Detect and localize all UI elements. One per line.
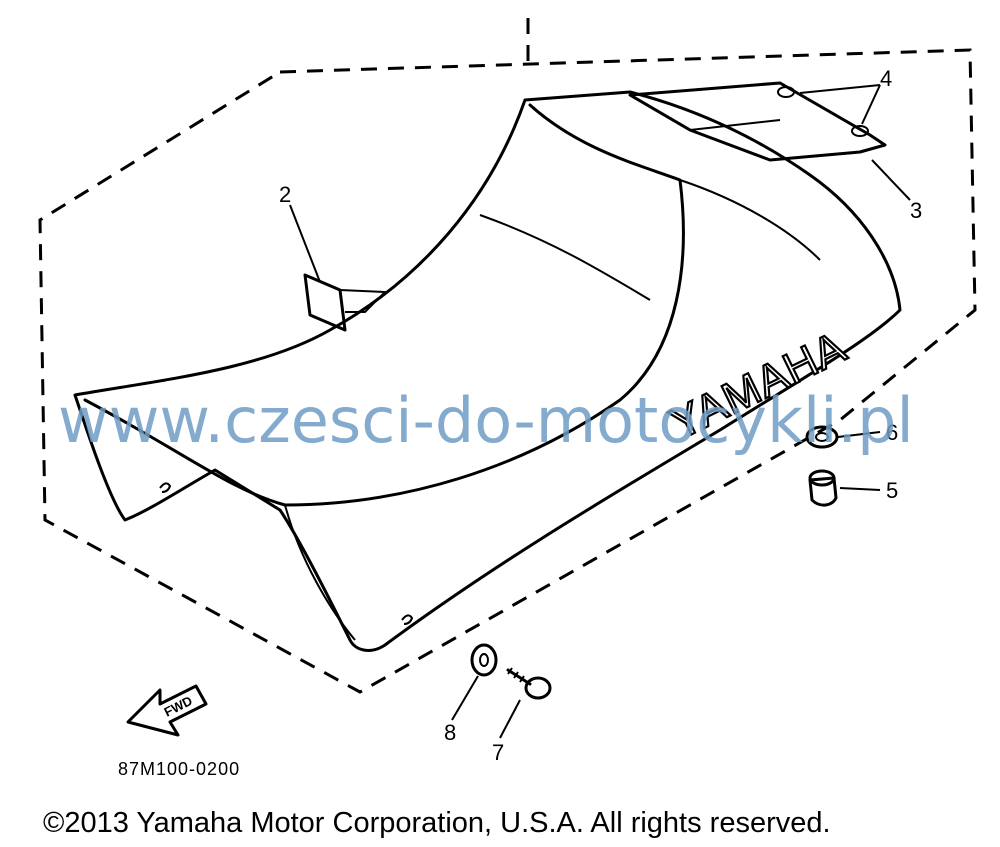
watermark: www.czesci-do-motocykli.pl: [58, 384, 914, 457]
callout-8: 8: [444, 720, 456, 745]
seat: [73, 90, 902, 652]
callout-3: 3: [910, 198, 922, 223]
copyright-notice: ©2013 Yamaha Motor Corporation, U.S.A. A…: [43, 807, 831, 839]
fwd-label: FWD: [162, 693, 195, 720]
grommet: [805, 425, 839, 449]
callout-5: 5: [886, 478, 898, 503]
callout-6: 6: [886, 420, 898, 445]
bolt: [506, 667, 552, 700]
rear-plate: [628, 81, 887, 162]
collar: [808, 469, 838, 507]
forward-arrow-icon: [126, 684, 208, 737]
assembly-boundary: [38, 18, 977, 694]
drawing-code: 87M100-0200: [118, 759, 240, 779]
callout-4: 4: [880, 66, 892, 91]
leader-lines: [289, 84, 911, 739]
plate-bolts: [777, 86, 869, 137]
callout-2: 2: [279, 182, 291, 207]
washer: [470, 643, 498, 677]
callout-7: 7: [492, 740, 504, 765]
